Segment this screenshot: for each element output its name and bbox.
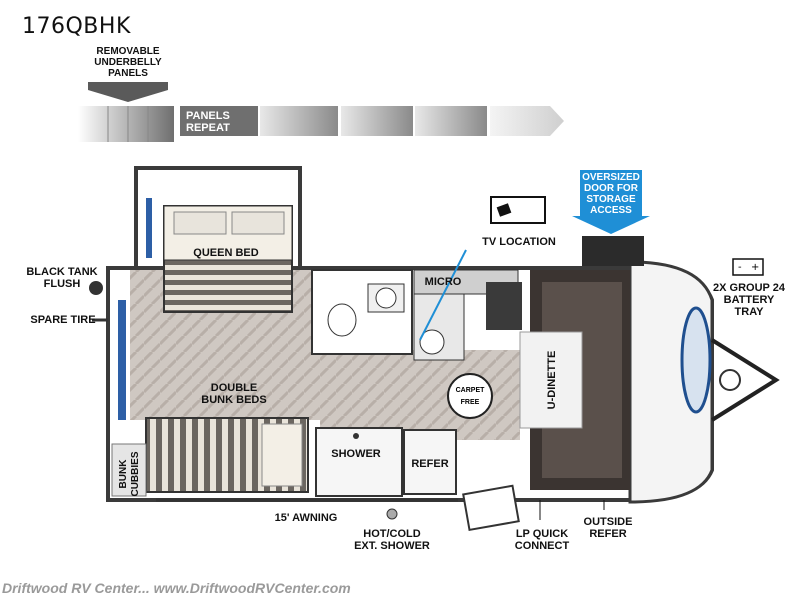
tv-icon <box>490 196 546 224</box>
battery-tray-label: 2X GROUP 24 BATTERY TRAY <box>713 282 785 318</box>
tv-location-label: TV LOCATION <box>482 236 556 248</box>
bunk-cubbies-label: BUNK CUBBIES <box>118 451 141 497</box>
svg-text:FREE: FREE <box>461 399 480 406</box>
outside-refer-label: OUTSIDE REFER <box>583 516 633 540</box>
spare-tire-label: SPARE TIRE <box>30 314 96 326</box>
storage-arrow-icon <box>572 216 650 234</box>
queen-bed-label: QUEEN BED <box>193 247 259 259</box>
ext-shower-label: HOT/COLD EXT. SHOWER <box>354 528 430 552</box>
u-dinette-label: U-DINETTE <box>546 350 558 410</box>
micro-label: MICRO <box>424 276 462 288</box>
double-bunk-beds-label: DOUBLE BUNK BEDS <box>201 382 267 406</box>
underbelly-panel-strip <box>78 106 564 142</box>
battery-icon: - + <box>732 258 764 276</box>
model-name: 176QBHK <box>22 14 131 39</box>
shower-label: SHOWER <box>331 448 381 460</box>
svg-text:-: - <box>738 262 742 273</box>
carpet-free-badge-text: CARPET <box>456 387 486 394</box>
panels-repeat-label: PANELS REPEAT <box>186 110 230 134</box>
storage-door-callout: OVERSIZED DOOR FOR STORAGE ACCESS <box>580 170 642 218</box>
awning-label: 15' AWNING <box>274 512 338 524</box>
refer-label: REFER <box>411 458 449 470</box>
underbelly-label: REMOVABLE UNDERBELLY PANELS <box>94 46 162 79</box>
svg-text:+: + <box>751 262 759 273</box>
lp-quick-connect-label: LP QUICK CONNECT <box>514 528 570 552</box>
black-tank-flush-label: BLACK TANK FLUSH <box>26 266 98 290</box>
down-arrow-icon <box>88 82 168 102</box>
dealer-footer: Driftwood RV Center... www.DriftwoodRVCe… <box>2 580 351 596</box>
